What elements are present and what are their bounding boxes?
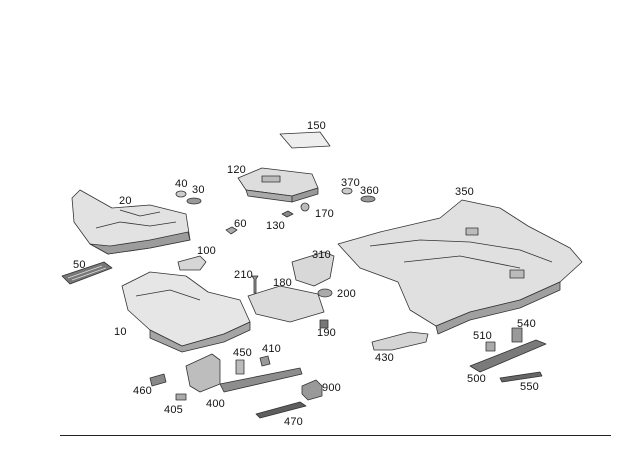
part-430-trim [371, 331, 429, 351]
callout-50: 50 [73, 259, 86, 271]
part-120-assembly [237, 167, 319, 203]
part-210-bolt [251, 275, 259, 294]
page-divider-line [60, 435, 611, 436]
callout-150: 150 [307, 120, 326, 132]
part-470-sill [255, 401, 307, 419]
part-100-bracket [177, 255, 207, 271]
part-170-clip [300, 202, 310, 212]
part-50-grille [61, 261, 113, 285]
part-410-clip [259, 355, 271, 367]
part-350-main-floor [337, 199, 583, 335]
part-60-clip [225, 226, 238, 235]
callout-20: 20 [119, 195, 132, 207]
callout-120: 120 [227, 164, 246, 176]
callout-400: 400 [206, 398, 225, 410]
part-550-strip [499, 371, 543, 383]
callout-40: 40 [175, 178, 188, 190]
callout-100: 100 [197, 245, 216, 257]
part-130-clip [281, 210, 294, 218]
part-900-block [301, 379, 323, 401]
part-540-clip [511, 327, 523, 343]
part-405-clip [175, 393, 187, 401]
callout-310: 310 [312, 249, 331, 261]
callout-500: 500 [467, 373, 486, 385]
part-40-grommet [175, 190, 187, 198]
part-30-grommet [186, 197, 202, 205]
callout-130: 130 [266, 220, 285, 232]
callout-180: 180 [273, 277, 292, 289]
callout-10: 10 [114, 326, 127, 338]
part-510-clip [485, 341, 496, 352]
callout-460: 460 [133, 385, 152, 397]
callout-170: 170 [315, 208, 334, 220]
part-500-strip [469, 339, 547, 373]
part-460-connector [149, 373, 167, 387]
part-200-nut [317, 288, 333, 298]
callout-510: 510 [473, 330, 492, 342]
part-310-bracket [291, 251, 335, 287]
callout-30: 30 [192, 184, 205, 196]
callout-350: 350 [455, 186, 474, 198]
part-450-clip [235, 359, 245, 375]
part-400-side-trim [185, 353, 303, 393]
part-180-panel [247, 285, 325, 323]
callout-360: 360 [360, 185, 379, 197]
part-370-grommet [341, 187, 353, 195]
callout-200: 200 [337, 288, 356, 300]
part-190-clip [319, 319, 329, 329]
callout-60: 60 [234, 218, 247, 230]
callout-410: 410 [262, 343, 281, 355]
callout-540: 540 [517, 318, 536, 330]
callout-550: 550 [520, 381, 539, 393]
callout-405: 405 [164, 404, 183, 416]
callout-190: 190 [317, 327, 336, 339]
callout-900: 900 [322, 382, 341, 394]
callout-430: 430 [375, 352, 394, 364]
part-150-mat [279, 131, 331, 149]
part-10-front-floor [121, 271, 251, 353]
callout-450: 450 [233, 347, 252, 359]
callout-370: 370 [341, 177, 360, 189]
callout-470: 470 [284, 416, 303, 428]
part-360-grommet [360, 195, 376, 203]
part-20-rear-pan [71, 189, 191, 255]
callout-210: 210 [234, 269, 253, 281]
